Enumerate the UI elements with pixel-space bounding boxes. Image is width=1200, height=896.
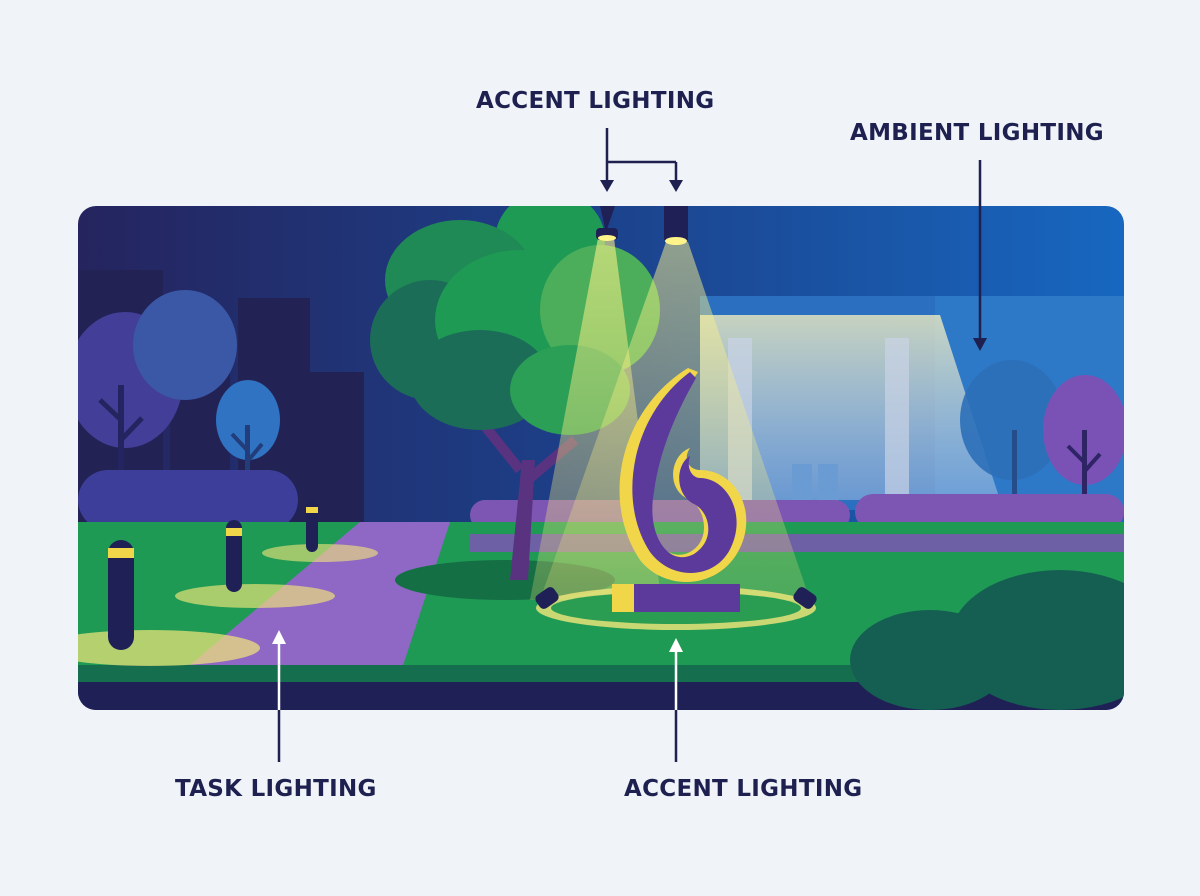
annotation-arrows-up [272, 630, 683, 710]
accent-lighting-label-bottom: ACCENT LIGHTING [624, 776, 863, 802]
task-lighting-label: TASK LIGHTING [175, 776, 377, 802]
bollard-light-icon [108, 500, 318, 650]
task-light-pools [78, 544, 378, 666]
annotation-arrows-lower [277, 710, 678, 762]
spotlight-icon [596, 206, 688, 245]
tree-icon [960, 360, 1124, 502]
annotation-arrows [600, 128, 987, 351]
tree-icon [78, 290, 280, 495]
tree-icon [370, 206, 660, 580]
accent-lighting-label-top: ACCENT LIGHTING [476, 88, 715, 114]
spotlight-icon [535, 587, 817, 609]
sculpture-icon [612, 368, 747, 612]
illustration-panel [78, 206, 1124, 710]
ambient-lighting-label: AMBIENT LIGHTING [850, 120, 1104, 146]
